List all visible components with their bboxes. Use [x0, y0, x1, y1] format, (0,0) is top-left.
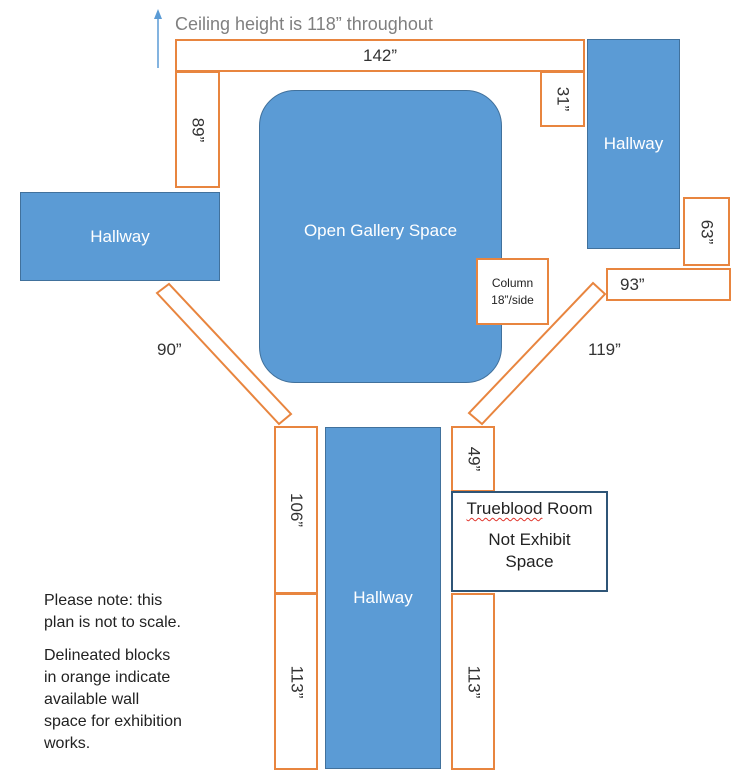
orange-note-line-4: space for exhibition: [44, 713, 182, 730]
wall-93-label: 93”: [620, 274, 645, 294]
wall-bottom-right-lower: 113”: [451, 593, 495, 770]
wall-119-label: 119”: [588, 340, 621, 359]
scale-note-line-1: Please note: this: [44, 592, 163, 609]
hallway-left-label: Hallway: [90, 226, 150, 246]
trueblood-title: Trueblood Room: [453, 499, 606, 519]
wall-90-label: 90”: [157, 340, 182, 359]
trueblood-note-line-1: Not Exhibit: [488, 530, 571, 549]
hallway-right: Hallway: [587, 39, 680, 249]
orange-blocks-note: Delineated blocks in orange indicate ava…: [44, 645, 244, 755]
orange-note-line-2: in orange indicate: [44, 669, 171, 686]
orange-note-line-1: Delineated blocks: [44, 647, 171, 664]
hallway-right-label: Hallway: [603, 134, 664, 153]
wall-diag-right: [467, 281, 607, 426]
scale-note: Please note: this plan is not to scale.: [44, 590, 244, 634]
column-label-1: Column: [491, 275, 534, 290]
wall-113-right-label: 113”: [463, 665, 483, 698]
wall-top: 142”: [175, 39, 585, 72]
up-arrow-icon: [154, 9, 162, 68]
wall-diag-left: [155, 282, 293, 426]
trueblood-note-line-2: Space: [505, 552, 554, 571]
wall-top-right-small: 31”: [540, 71, 585, 127]
wall-113-left-label: 113”: [286, 665, 306, 698]
hallway-bottom: Hallway: [325, 427, 441, 769]
wall-top-label: 142”: [362, 45, 398, 65]
open-gallery-space: Open Gallery Space: [259, 90, 502, 383]
trueblood-room: Trueblood Room Not Exhibit Space: [451, 491, 608, 592]
column: Column 18”/side: [476, 258, 549, 325]
trueblood-room-word: Room: [542, 499, 593, 518]
scale-note-line-2: plan is not to scale.: [44, 614, 181, 631]
ceiling-height-note: Ceiling height is 118” throughout: [175, 14, 433, 34]
wall-bottom-left-lower: 113”: [274, 593, 318, 770]
orange-note-line-3: available wall: [44, 691, 140, 708]
column-label-2: 18”/side: [491, 292, 534, 307]
trueblood-note: Not Exhibit Space: [453, 529, 606, 573]
wall-bottom-right-upper: 49”: [451, 426, 495, 492]
orange-note-line-5: works.: [44, 735, 91, 752]
trueblood-name: Trueblood: [466, 499, 543, 518]
hallway-bottom-label: Hallway: [353, 588, 413, 607]
wall-left-upper: 89”: [175, 71, 220, 188]
wall-right-mid: 63”: [683, 197, 730, 266]
gallery-label: Open Gallery Space: [303, 220, 458, 240]
wall-49-label: 49”: [463, 446, 483, 472]
wall-right-horizontal: 93”: [606, 268, 731, 301]
wall-106-label: 106”: [287, 492, 306, 528]
hallway-left: Hallway: [20, 192, 220, 281]
wall-bottom-left-upper: 106”: [274, 426, 318, 594]
